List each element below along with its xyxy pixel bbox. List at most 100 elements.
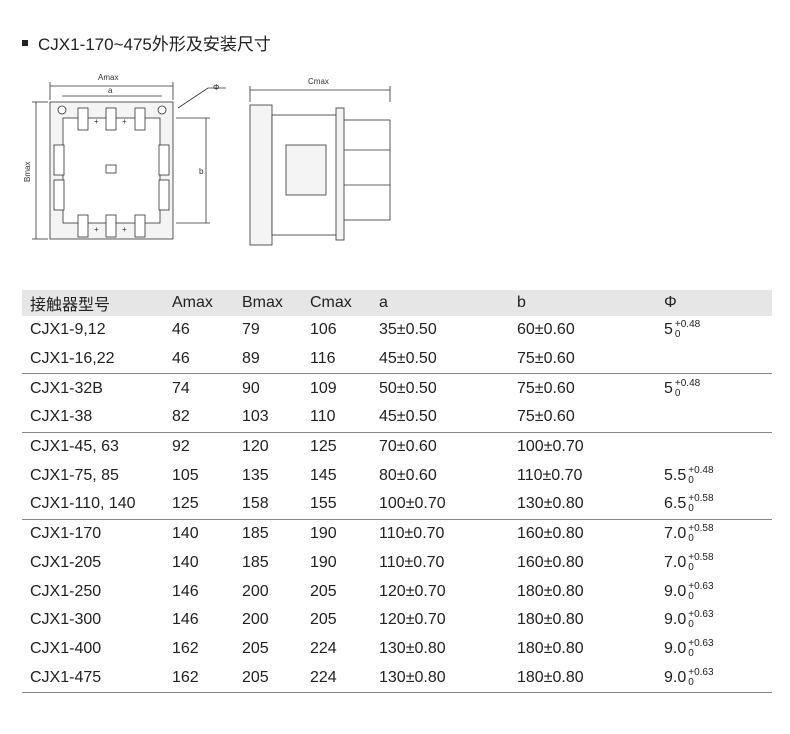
phi-value: 9.0	[664, 611, 687, 629]
phi-value: 5	[664, 321, 673, 339]
cell-cmax: 190	[302, 518, 371, 549]
cell-bmax: 103	[242, 408, 269, 426]
tolerance-lower: 0	[674, 387, 681, 399]
cell-b: 110±0.70	[517, 466, 583, 484]
cell-bmax: 205	[234, 663, 302, 693]
cell-amax: 92	[164, 431, 234, 462]
cell-cmax: 109	[302, 373, 371, 404]
tolerance-upper: +0.58	[688, 551, 714, 563]
cell-amax: 146	[172, 582, 199, 600]
tolerance-lower: 0	[688, 533, 694, 545]
cell-amax: 105	[172, 466, 199, 484]
cell-model: CJX1-250	[30, 582, 102, 600]
phi-value: 9.0	[664, 582, 687, 600]
tolerance-lower: 0	[674, 329, 681, 341]
cell-amax: 74	[164, 373, 234, 404]
cell-bmax: 90	[234, 373, 302, 404]
cell-b: 60±0.60	[517, 321, 575, 339]
page-title: CJX1-170~475外形及安装尺寸	[22, 30, 271, 55]
cell-bmax: 200	[242, 582, 269, 600]
header-cmax: Cmax	[302, 290, 371, 316]
cell-b: 100±0.70	[509, 431, 656, 462]
cell-bmax: 120	[234, 431, 302, 462]
cell-cmax: 110	[310, 408, 336, 426]
bmax-label: Bmax	[23, 162, 32, 182]
dimension-table: 接触器型号 Amax Bmax Cmax a b Φ CJX1-9,12 46 79…	[22, 290, 772, 693]
tolerance-upper: +0.63	[688, 609, 714, 621]
cell-a: 130±0.80	[379, 639, 446, 657]
tolerance-upper: +0.58	[688, 523, 714, 535]
cell-model: CJX1-400	[30, 639, 102, 657]
tolerance-upper: +0.48	[674, 319, 701, 331]
cell-cmax: 224	[302, 663, 371, 693]
dimension-drawing: Amax a Φ + + + + Bmax b C	[23, 73, 391, 246]
cell-model: CJX1-205	[30, 553, 102, 571]
page-title-text: CJX1-170~475外形及安装尺寸	[38, 35, 271, 54]
cell-a: 45±0.50	[379, 408, 437, 426]
cell-b: 75±0.60	[517, 408, 575, 426]
cell-amax: 162	[172, 639, 199, 657]
cell-model: CJX1-9,12	[30, 321, 106, 339]
cell-bmax: 158	[242, 495, 269, 513]
tolerance-upper: +0.63	[688, 666, 714, 678]
phi-value: 5.5	[664, 466, 687, 484]
cell-a: 110±0.70	[371, 518, 509, 549]
tolerance-lower: 0	[688, 474, 694, 486]
side-view: Cmax	[249, 77, 391, 246]
cell-cmax: 125	[302, 431, 371, 462]
amax-label: Amax	[98, 73, 118, 82]
cell-a: 120±0.70	[379, 611, 446, 629]
cell-amax: 162	[164, 663, 234, 693]
cell-b: 180±0.80	[509, 663, 656, 693]
cell-bmax: 200	[242, 611, 269, 629]
cell-a: 130±0.80	[371, 663, 509, 693]
cell-a: 110±0.70	[379, 553, 445, 571]
b-label: b	[199, 167, 204, 176]
cell-bmax: 205	[242, 639, 269, 657]
cell-a: 70±0.60	[371, 431, 509, 462]
mount-hole-icon	[157, 105, 167, 115]
tolerance-upper: +0.63	[688, 637, 714, 649]
cell-amax: 46	[172, 321, 190, 339]
cell-b: 160±0.80	[509, 518, 656, 549]
header-a: a	[371, 290, 509, 316]
terminal-plus-label: +	[94, 225, 99, 234]
phi-value: 5	[664, 379, 673, 397]
cell-b: 75±0.60	[517, 350, 575, 368]
cell-bmax: 79	[242, 321, 260, 339]
cell-a: 45±0.50	[379, 350, 437, 368]
cell-bmax: 89	[242, 350, 260, 368]
tolerance-lower: 0	[688, 561, 694, 573]
tolerance-upper: +0.48	[674, 377, 701, 389]
cell-bmax: 185	[234, 518, 302, 549]
cell-amax: 140	[164, 518, 234, 549]
cmax-label: Cmax	[308, 77, 329, 86]
cell-cmax: 190	[310, 553, 337, 571]
tolerance-lower: 0	[688, 619, 694, 631]
tolerance-upper: +0.48	[688, 464, 714, 476]
cell-model: CJX1-110, 140	[30, 495, 136, 513]
cell-model: CJX1-16,22	[30, 350, 115, 368]
cell-phi	[656, 403, 772, 432]
table-header-row: 接触器型号 Amax Bmax Cmax a b Φ	[22, 290, 772, 316]
tolerance-lower: 0	[688, 590, 694, 602]
